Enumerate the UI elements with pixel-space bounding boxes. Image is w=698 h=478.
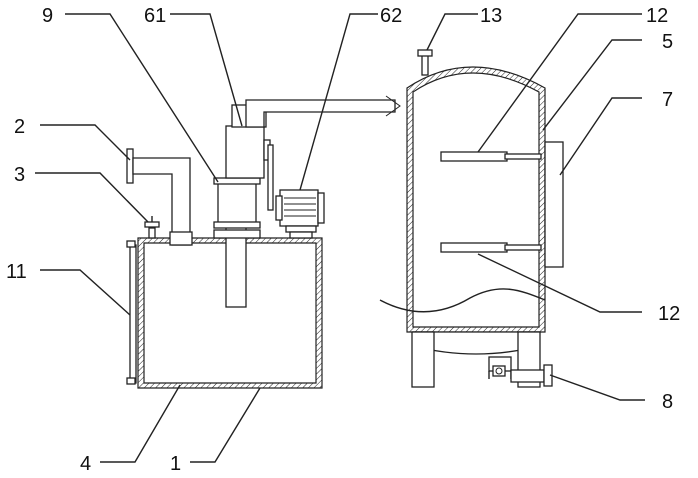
left-tank [137, 237, 323, 389]
side-control-box [544, 141, 564, 268]
inlet-pipe [126, 148, 193, 246]
label-9: 9 [42, 5, 53, 27]
right-vessel [379, 66, 546, 388]
label-5: 5 [662, 31, 673, 53]
callout-labels: 9 61 62 13 12 5 2 7 3 11 12 8 4 1 [6, 5, 680, 475]
label-11: 11 [6, 261, 27, 283]
outlet-pipe [225, 95, 401, 179]
label-62: 62 [380, 5, 402, 27]
label-1: 1 [170, 453, 181, 475]
label-8: 8 [662, 391, 673, 413]
label-12-top: 12 [646, 5, 668, 27]
label-4: 4 [80, 453, 91, 475]
vent-pipe [417, 49, 433, 76]
label-7: 7 [662, 89, 673, 111]
label-12-bottom: 12 [658, 303, 680, 325]
label-3: 3 [14, 164, 25, 186]
label-2: 2 [14, 116, 25, 138]
stirring-paddles [440, 151, 542, 253]
leader-lines [35, 13, 645, 463]
label-61: 61 [144, 5, 166, 27]
pump-body [213, 177, 261, 308]
motor [267, 144, 325, 239]
label-13: 13 [480, 5, 502, 27]
level-gauge [126, 240, 137, 385]
top-small-valve [144, 216, 160, 239]
